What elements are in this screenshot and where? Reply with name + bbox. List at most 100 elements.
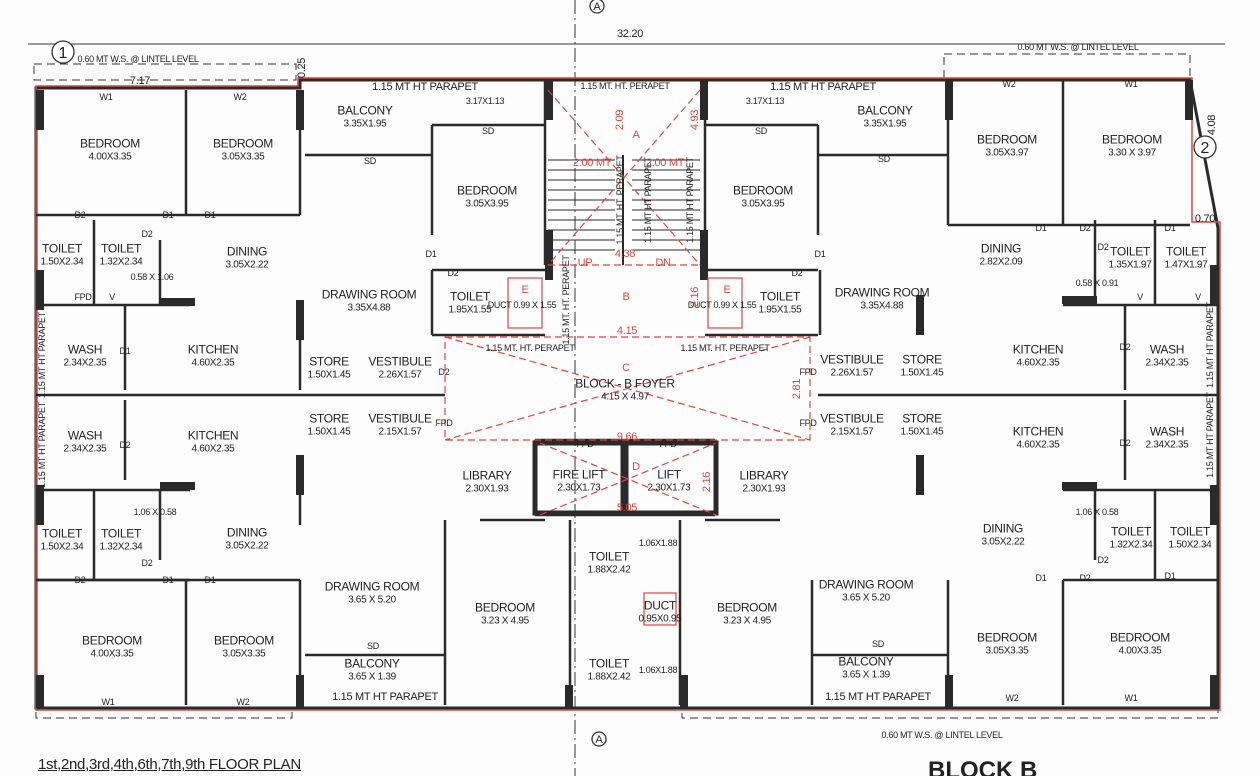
room-dimensions: 1.95X1.55 bbox=[448, 304, 492, 316]
room-name: TOILET bbox=[589, 656, 629, 671]
opening-tag: V bbox=[109, 292, 115, 302]
room-name: LIBRARY bbox=[462, 468, 512, 483]
room-dimensions: 4.00X3.35 bbox=[88, 151, 132, 163]
room-dimensions: 2.30X1.93 bbox=[465, 483, 509, 495]
opening-tag: D1 bbox=[425, 249, 437, 259]
grid-marker-label: 1 bbox=[59, 45, 68, 62]
grid-marker-circle bbox=[51, 40, 75, 64]
opening-tag: D1 bbox=[204, 575, 216, 585]
room-dimensions: 1.50X2.34 bbox=[1168, 539, 1212, 551]
opening-tag: W1 bbox=[1124, 693, 1138, 703]
column bbox=[1062, 482, 1097, 490]
dimension-label: 5.05 bbox=[616, 502, 638, 514]
room-name: BEDROOM bbox=[214, 633, 274, 648]
room-dimensions: 3.65 X 5.20 bbox=[842, 592, 890, 604]
column bbox=[36, 90, 44, 130]
opening-tag: SD bbox=[755, 126, 767, 136]
room-dimensions: 3.05X2.22 bbox=[225, 540, 269, 552]
opening-tag: W1 bbox=[1124, 79, 1138, 89]
room-name: BALCONY bbox=[344, 656, 400, 671]
annotation: 1.15 MT. HT. PERAPET bbox=[615, 155, 625, 245]
annotation: 1.15 MT. HT. PERAPET bbox=[561, 255, 571, 345]
foyer-outline bbox=[444, 89, 811, 516]
opening-tag: FPD bbox=[576, 439, 594, 449]
dimension-label: E bbox=[723, 284, 731, 296]
room-dimensions: 3.65 X 1.39 bbox=[842, 669, 890, 681]
room-name: BEDROOM bbox=[717, 600, 777, 615]
room-name: DUCT bbox=[643, 598, 677, 613]
dimension-label: DN bbox=[655, 257, 671, 269]
room-dimensions: 1.88X2.42 bbox=[587, 564, 631, 576]
opening-tag: D2 bbox=[791, 268, 803, 278]
opening-tag: D1 bbox=[162, 210, 174, 220]
annotation: 1.15 MT HT PARAPET bbox=[372, 81, 478, 93]
column bbox=[296, 90, 304, 130]
annotation: 1.15 MT HT PARAPET bbox=[643, 157, 653, 243]
column bbox=[160, 298, 195, 306]
room-dimensions: 2.15X1.57 bbox=[378, 426, 422, 438]
room-name: KITCHEN bbox=[187, 428, 239, 443]
opening-tag: SD bbox=[364, 156, 376, 166]
column bbox=[1210, 675, 1218, 708]
opening-tag: D2 bbox=[141, 229, 153, 239]
opening-tag: W2 bbox=[233, 92, 247, 102]
annotation: 1.15 MT HT PARAPET bbox=[685, 157, 695, 243]
room-name: STORE bbox=[902, 411, 942, 426]
dimension-label: 2.00 MT bbox=[645, 157, 685, 169]
room-dimensions: 2.30X1.73 bbox=[557, 482, 601, 494]
fire-lift-shaft bbox=[532, 440, 626, 516]
room-name: VESTIBULE bbox=[368, 411, 432, 426]
column bbox=[1210, 485, 1218, 525]
dimension-label: C bbox=[622, 362, 630, 374]
dimension-label: 4.93 bbox=[689, 109, 701, 131]
opening-tag: SD bbox=[878, 154, 890, 164]
room-dimensions: 2.34X2.35 bbox=[1145, 439, 1189, 451]
annotation: 1.06X1.88 bbox=[638, 665, 678, 675]
opening-tag: D1 bbox=[814, 249, 826, 259]
room-name: BEDROOM bbox=[82, 633, 142, 648]
room-name: BALCONY bbox=[857, 103, 913, 118]
boundary-line bbox=[35, 77, 1221, 711]
opening-tag: D2 bbox=[1097, 242, 1109, 252]
room-dimensions: 0.95X0.95 bbox=[638, 613, 682, 625]
room-name: DINING bbox=[982, 521, 1024, 536]
annotation: 0.70 bbox=[1194, 213, 1216, 225]
dimension-label: 2.81 bbox=[791, 378, 803, 400]
room-name: BALCONY bbox=[337, 103, 393, 118]
room-dimensions: 1.32X2.34 bbox=[1109, 539, 1153, 551]
dimension-label: 9.66 bbox=[616, 431, 638, 443]
room-dimensions: 2.34X2.35 bbox=[1145, 357, 1189, 369]
opening-tag: FPD bbox=[799, 367, 817, 377]
room-name: TOILET bbox=[760, 289, 800, 304]
annotation: 1.06X1.88 bbox=[638, 538, 678, 548]
room-dimensions: 1.50X1.45 bbox=[307, 369, 351, 381]
room-dimensions: 3.05X2.22 bbox=[225, 259, 269, 271]
column bbox=[36, 675, 44, 708]
annotation: 1.15 MT. HT. PERAPET bbox=[485, 343, 575, 353]
room-dimensions: 4.00X3.35 bbox=[1118, 645, 1162, 657]
room-name: BEDROOM bbox=[977, 132, 1037, 147]
room-dimensions: 1.47X1.97 bbox=[1164, 259, 1208, 271]
opening-tag: D2 bbox=[119, 440, 131, 450]
room-dimensions: 3.05X3.95 bbox=[465, 198, 509, 210]
column bbox=[1210, 265, 1218, 305]
column bbox=[916, 295, 924, 335]
room-name: TOILET bbox=[1110, 244, 1150, 259]
